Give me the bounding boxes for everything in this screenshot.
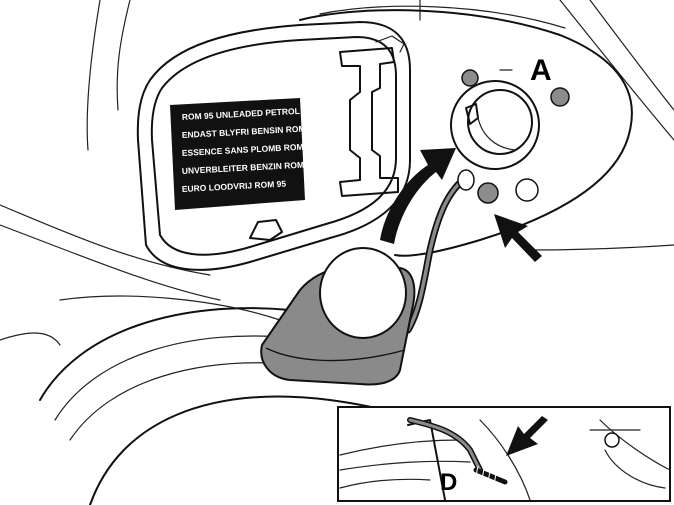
- arrow-to-bolt: [494, 214, 542, 262]
- tether-cord: [404, 169, 475, 334]
- label-d: D: [440, 469, 457, 496]
- bolt-top-right: [550, 87, 570, 107]
- bolt-top-left: [461, 69, 479, 87]
- fuel-flap: ROM 95 UNLEADED PETROL ONLY ENDAST BLYFR…: [136, 21, 411, 271]
- curved-removal-arrow: [380, 148, 456, 244]
- filler-recess: [299, 5, 633, 257]
- hinge-bracket: [339, 35, 405, 197]
- fuel-cap: [260, 247, 416, 386]
- inset-detail: [337, 406, 671, 502]
- mounting-bolts: [461, 69, 570, 204]
- bolt-bottom: [477, 182, 499, 204]
- label-a: A: [530, 54, 552, 87]
- filler-neck: [450, 80, 540, 170]
- car-body-lines: [0, 0, 674, 321]
- drain-hole: [515, 178, 539, 202]
